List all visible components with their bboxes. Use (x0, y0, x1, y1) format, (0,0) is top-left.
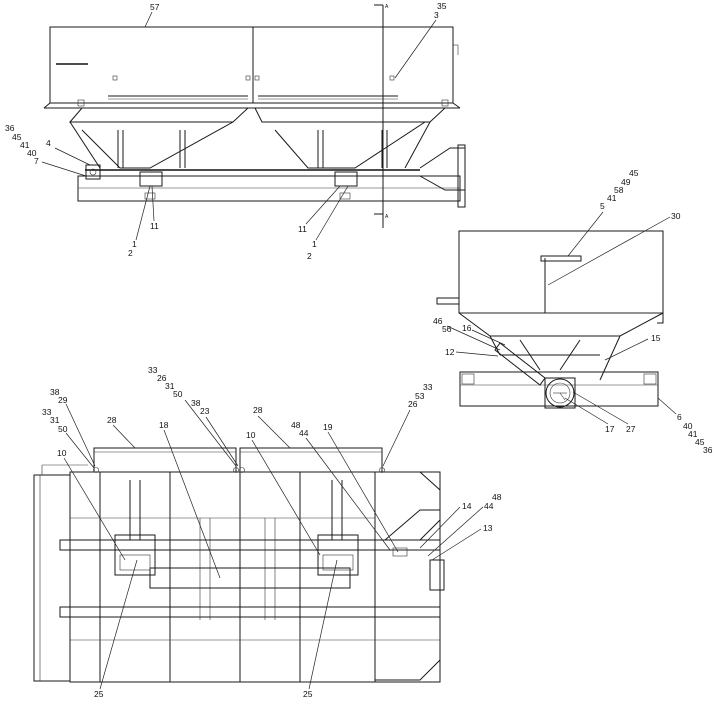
callout-44-plan: 44 (299, 428, 309, 438)
side-view: A A 57 35 3 36 45 41 40 7 4 11 1 2 11 1 … (5, 1, 466, 261)
callout-33-plan: 33 (148, 365, 158, 375)
callout-1-right: 1 (312, 239, 317, 249)
callout-17: 17 (605, 424, 615, 434)
callout-50-left: 50 (58, 424, 68, 434)
callout-35: 35 (437, 1, 447, 11)
callout-10-center: 10 (246, 430, 256, 440)
callout-10-left: 10 (57, 448, 67, 458)
callout-15: 15 (651, 333, 661, 343)
callout-44-right: 44 (484, 501, 494, 511)
callout-58: 58 (614, 185, 624, 195)
callout-30: 30 (671, 211, 681, 221)
callout-7: 7 (34, 156, 39, 166)
callout-48-right: 48 (492, 492, 502, 502)
callout-41: 41 (20, 140, 30, 150)
callout-45-end: 45 (629, 168, 639, 178)
callout-2-left: 2 (128, 248, 133, 258)
callout-33-left: 33 (42, 407, 52, 417)
callout-48-plan: 48 (291, 420, 301, 430)
callout-33-right: 33 (423, 382, 433, 392)
callout-29: 29 (58, 395, 68, 405)
callout-31-left: 31 (50, 415, 60, 425)
callout-40-end: 40 (683, 421, 693, 431)
end-view: 45 49 58 41 5 30 46 56 16 12 15 17 27 6 … (433, 168, 713, 455)
callout-49: 49 (621, 177, 631, 187)
callout-1-left: 1 (132, 239, 137, 249)
callout-31-plan: 31 (165, 381, 175, 391)
callout-28-right: 28 (253, 405, 263, 415)
callout-26-right: 26 (408, 399, 418, 409)
callout-38-plan: 38 (191, 398, 201, 408)
callout-3: 3 (434, 10, 439, 20)
callout-26-plan: 26 (157, 373, 167, 383)
callout-5: 5 (600, 201, 605, 211)
callout-11-left: 11 (150, 221, 159, 231)
callout-41-end: 41 (607, 193, 617, 203)
callout-41-end2: 41 (688, 429, 698, 439)
section-mark-top: A (385, 4, 389, 10)
callout-13: 13 (483, 523, 493, 533)
callout-57: 57 (150, 2, 160, 12)
callout-18: 18 (159, 420, 169, 430)
callout-45: 45 (12, 132, 22, 142)
callout-38-left: 38 (50, 387, 60, 397)
callout-25-right: 25 (303, 689, 313, 699)
callout-23: 23 (200, 406, 210, 416)
callout-27: 27 (626, 424, 636, 434)
callout-28-left: 28 (107, 415, 117, 425)
callout-36-end: 36 (703, 445, 713, 455)
callout-36: 36 (5, 123, 15, 133)
callout-19: 19 (323, 422, 333, 432)
callout-11-right: 11 (298, 224, 307, 234)
callout-2-right: 2 (307, 251, 312, 261)
callout-50-plan: 50 (173, 389, 183, 399)
callout-46: 46 (433, 316, 443, 326)
callout-56: 56 (442, 324, 452, 334)
callout-25-left: 25 (94, 689, 104, 699)
callout-45-end2: 45 (695, 437, 705, 447)
callout-4: 4 (46, 138, 51, 148)
callout-12: 12 (445, 347, 455, 357)
plan-view: 33 26 31 50 38 23 28 38 29 33 31 50 10 2… (33, 365, 502, 699)
callout-40: 40 (27, 148, 37, 158)
callout-16: 16 (462, 323, 472, 333)
callout-6: 6 (677, 412, 682, 422)
section-mark-bottom: A (385, 214, 389, 220)
callout-14: 14 (462, 501, 472, 511)
callout-53: 53 (415, 391, 425, 401)
